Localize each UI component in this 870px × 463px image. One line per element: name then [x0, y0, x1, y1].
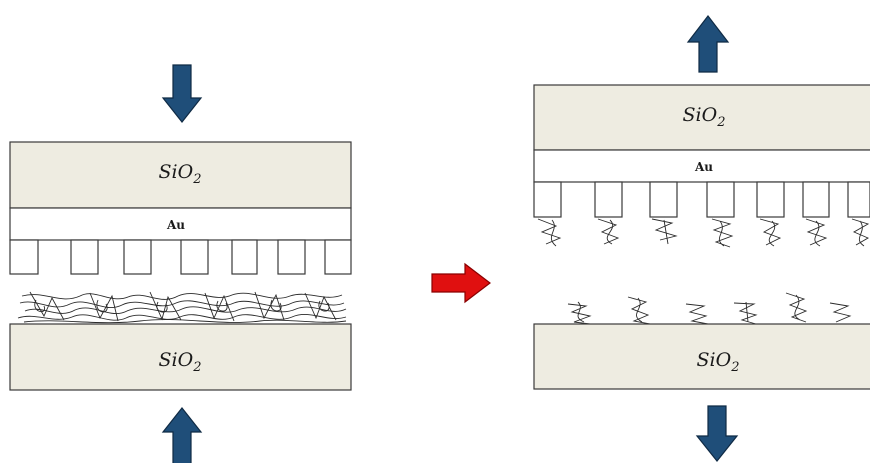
right-top-sio2-substrate [533, 84, 870, 151]
left-up-arrow [161, 407, 203, 463]
right-down-arrow [695, 405, 739, 462]
left-bottom-sio2-label: SiO2 [159, 349, 202, 375]
right-bottom-sio2-label: SiO2 [697, 349, 740, 375]
right-tooth [756, 181, 785, 218]
right-tooth [594, 181, 623, 218]
left-tooth [231, 239, 258, 275]
right-lower-nanowires [567, 292, 852, 325]
left-tooth [180, 239, 209, 275]
left-tooth [324, 239, 352, 275]
left-top-sio2-label: SiO2 [159, 161, 202, 187]
left-electrode-teeth [9, 239, 352, 275]
right-tooth [847, 181, 870, 218]
left-tooth [70, 239, 99, 275]
left-compressed-nanowires [17, 291, 347, 324]
left-top-sio2-substrate [9, 141, 352, 209]
right-tooth [802, 181, 830, 218]
right-au-layer [533, 149, 870, 183]
right-bottom-sio2-substrate [533, 323, 870, 390]
left-bottom-sio2-substrate [9, 323, 352, 391]
right-upper-nanowires [537, 218, 870, 248]
right-tooth [533, 181, 562, 218]
left-tooth [277, 239, 306, 275]
right-electrode-teeth [533, 181, 870, 218]
right-au-label: Au [694, 160, 713, 174]
left-tooth [9, 239, 39, 275]
left-tooth [123, 239, 152, 275]
left-down-arrow [161, 64, 203, 123]
right-tooth [649, 181, 678, 218]
right-up-arrow [686, 15, 730, 73]
right-top-sio2-label: SiO2 [683, 104, 726, 130]
transition-arrow [431, 262, 491, 304]
right-tooth [706, 181, 735, 218]
right-panel: SiO2 Au [533, 15, 870, 462]
left-au-layer [9, 207, 352, 241]
left-au-label: Au [166, 218, 185, 232]
left-panel: SiO2 Au SiO2 [9, 64, 352, 463]
